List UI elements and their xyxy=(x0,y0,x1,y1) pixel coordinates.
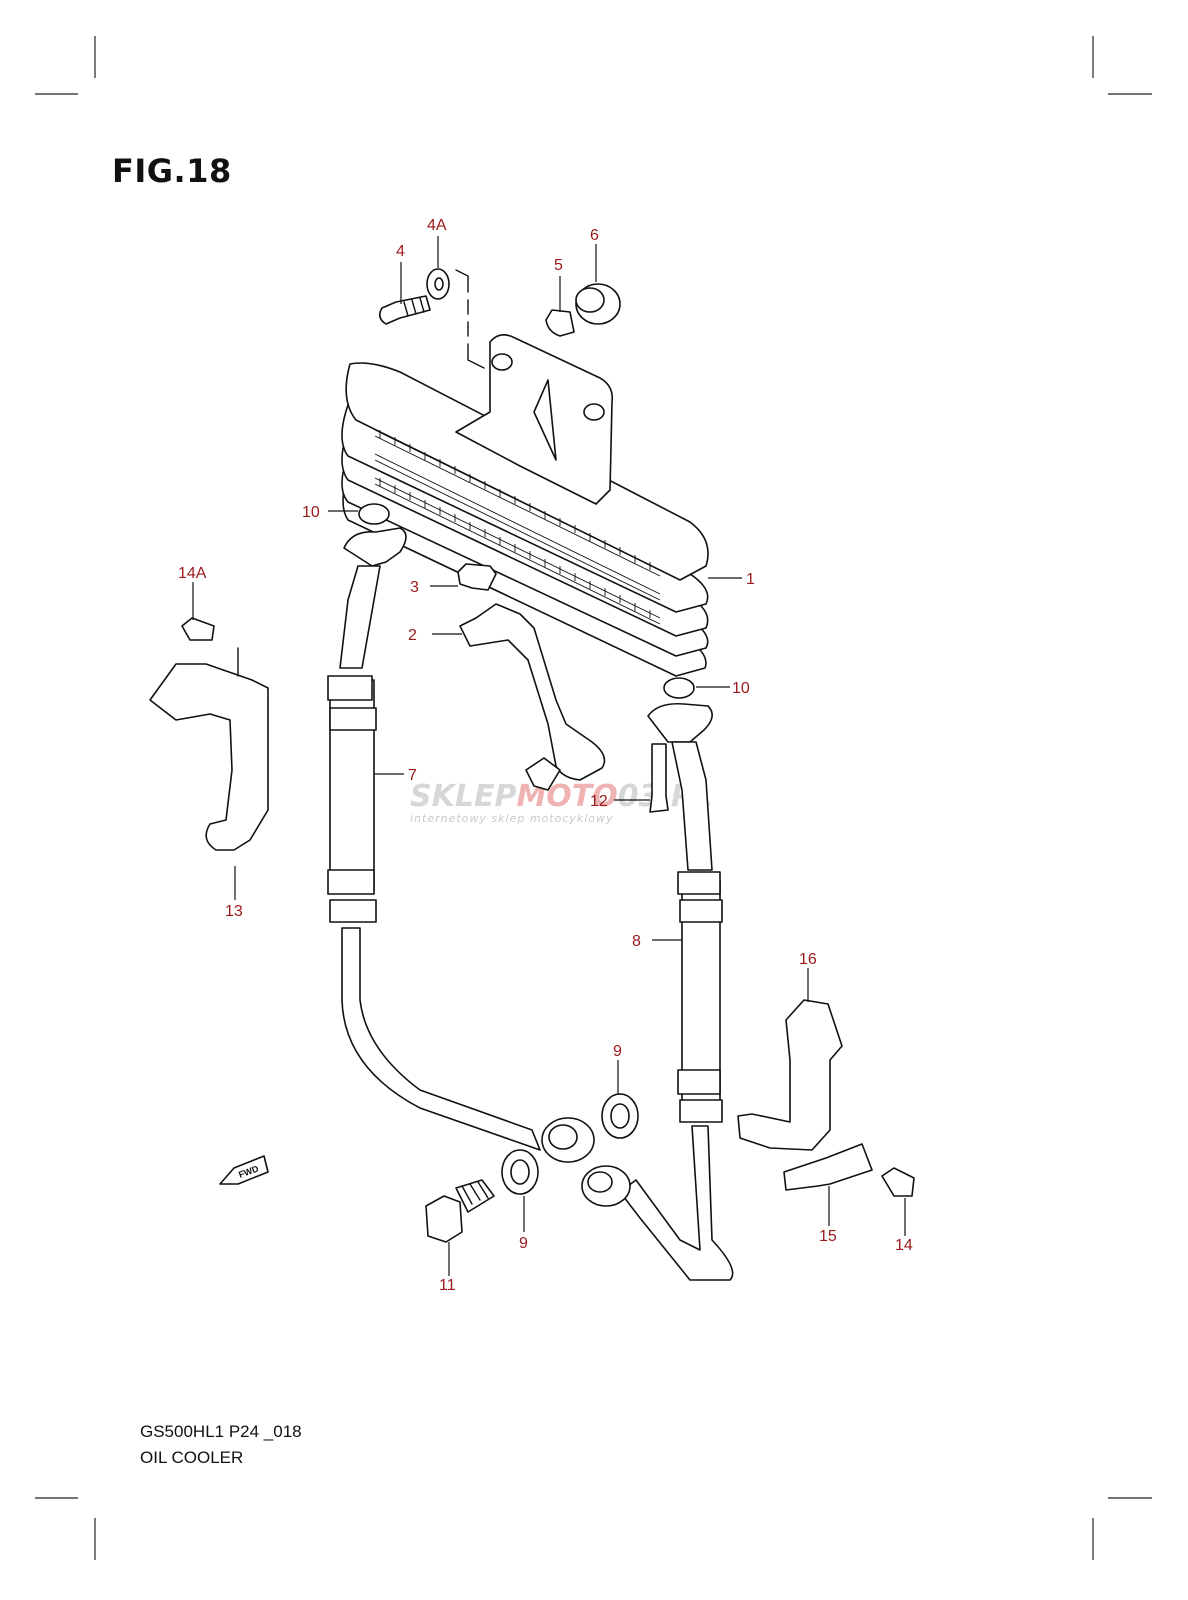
callout-labels: 1 2 3 4 4A 5 6 7 8 9 9 10 10 11 12 13 14… xyxy=(178,217,913,1294)
callout-2: 2 xyxy=(408,627,417,644)
forward-direction-marker: FWD xyxy=(219,1155,269,1185)
mounting-washer xyxy=(426,268,450,300)
sealing-washer-upper xyxy=(601,1093,639,1139)
hose-bracket-bolt xyxy=(881,1167,915,1197)
collar xyxy=(545,309,575,337)
watermark-brand-left: SKLEP xyxy=(410,779,516,814)
crop-marks xyxy=(35,36,1152,1560)
callout-11: 11 xyxy=(439,1277,456,1294)
hose-bracket xyxy=(737,999,843,1151)
union-bolt xyxy=(425,1179,495,1243)
sealing-washer-lower xyxy=(501,1149,539,1195)
watermark-tagline: internetowy sklep motocyklowy xyxy=(410,812,614,825)
callout-13: 13 xyxy=(225,903,243,920)
bracket-bolt xyxy=(525,757,561,791)
oil-hose-outlet xyxy=(581,702,734,1281)
hose-clamp-bracket xyxy=(149,663,269,851)
model-code: GS500HL1 P24 _018 xyxy=(140,1422,302,1441)
section-name: OIL COOLER xyxy=(140,1448,244,1467)
callout-8: 8 xyxy=(632,933,641,950)
callout-10-lower: 10 xyxy=(732,680,750,697)
watermark-logo: SKLEPMOTO03.PL internetowy sklep motocyk… xyxy=(410,779,712,825)
assembly-line xyxy=(455,269,485,369)
mounting-bolt xyxy=(378,295,431,325)
callout-4a: 4A xyxy=(427,217,447,234)
oil-hose-inlet xyxy=(327,527,595,1163)
callout-16: 16 xyxy=(799,951,817,968)
callout-14a: 14A xyxy=(178,565,207,582)
callout-14: 14 xyxy=(895,1237,913,1254)
callout-1: 1 xyxy=(746,571,755,588)
grommet xyxy=(575,283,621,325)
bracket-screw xyxy=(649,743,669,813)
hose-clamp xyxy=(457,563,497,591)
callout-7: 7 xyxy=(408,767,417,784)
callout-3: 3 xyxy=(410,579,419,596)
callout-6: 6 xyxy=(590,227,599,244)
callout-9-upper: 9 xyxy=(613,1043,622,1060)
hose-bracket-clamp xyxy=(783,1143,873,1191)
oil-cooler-core xyxy=(341,334,709,677)
leader-lines xyxy=(192,236,906,1276)
clamp-bracket-bolt xyxy=(181,617,215,641)
figure-title: FIG.18 xyxy=(112,152,232,190)
callout-9-lower: 9 xyxy=(519,1235,528,1252)
callout-15: 15 xyxy=(819,1228,837,1245)
callout-12: 12 xyxy=(590,793,608,810)
callout-4: 4 xyxy=(396,243,405,260)
o-ring-lower xyxy=(663,677,695,699)
o-ring-upper xyxy=(358,503,390,525)
callout-10-upper: 10 xyxy=(302,504,320,521)
callout-5: 5 xyxy=(554,257,563,274)
